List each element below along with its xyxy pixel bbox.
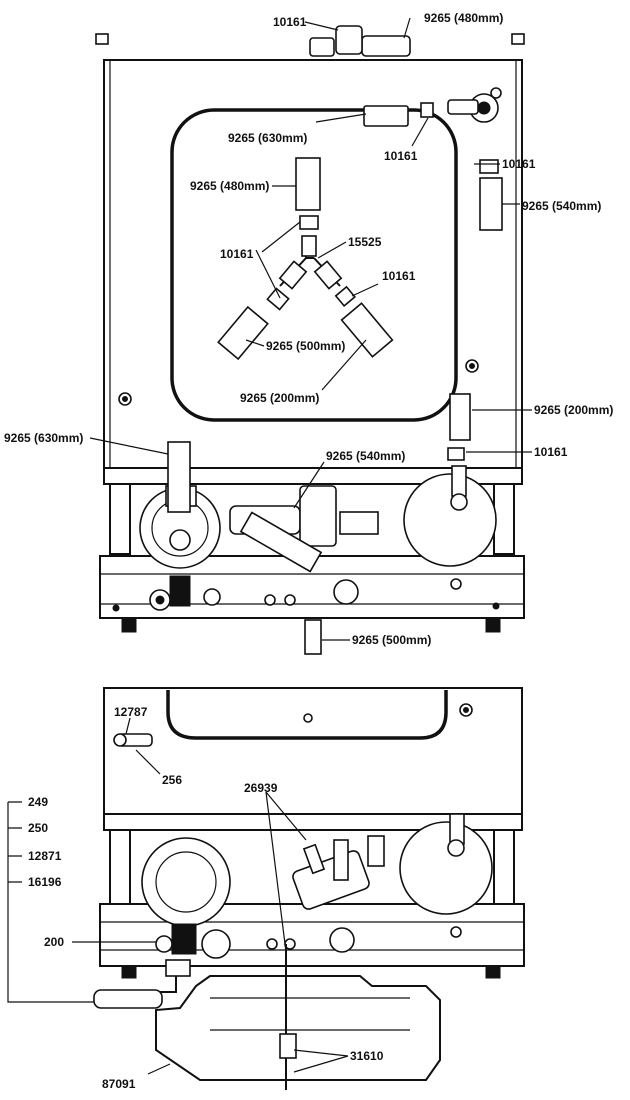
label-10161-c: 10161 — [502, 157, 536, 171]
label-87091: 87091 — [102, 1077, 136, 1091]
label-10161-a: 10161 — [273, 15, 307, 29]
label-9265-630-left: 9265 (630mm) — [4, 431, 83, 445]
drain-tray — [155, 975, 441, 1081]
bottom-assembly — [93, 687, 525, 1090]
label-9265-480-mid: 9265 (480mm) — [190, 179, 269, 193]
label-9265-200-right: 9265 (200mm) — [534, 403, 613, 417]
label-9265-200-mid: 9265 (200mm) — [240, 391, 319, 405]
label-31610: 31610 — [350, 1049, 384, 1063]
label-15525: 15525 — [348, 235, 382, 249]
door-window — [170, 108, 458, 422]
label-249: 249 — [28, 795, 48, 809]
callout-labels: 10161 9265 (480mm) 9265 (630mm) 10161 10… — [4, 11, 613, 1091]
top-assembly — [95, 25, 525, 655]
label-12787: 12787 — [114, 705, 148, 719]
label-10161-b: 10161 — [384, 149, 418, 163]
label-10161-f: 10161 — [534, 445, 568, 459]
label-9265-540-right: 9265 (540mm) — [522, 199, 601, 213]
label-9265-630-a: 9265 (630mm) — [228, 131, 307, 145]
label-9265-480-top: 9265 (480mm) — [424, 11, 503, 25]
label-200: 200 — [44, 935, 64, 949]
label-250: 250 — [28, 821, 48, 835]
label-26939: 26939 — [244, 781, 278, 795]
label-9265-540-mid: 9265 (540mm) — [326, 449, 405, 463]
label-10161-d: 10161 — [220, 247, 254, 261]
label-12871: 12871 — [28, 849, 62, 863]
label-9265-500-mid: 9265 (500mm) — [266, 339, 345, 353]
leader-lines — [7, 17, 532, 1075]
motor — [403, 473, 497, 567]
label-10161-e: 10161 — [382, 269, 416, 283]
label-16196: 16196 — [28, 875, 62, 889]
label-256: 256 — [162, 773, 182, 787]
label-9265-500-bottom: 9265 (500mm) — [352, 633, 431, 647]
